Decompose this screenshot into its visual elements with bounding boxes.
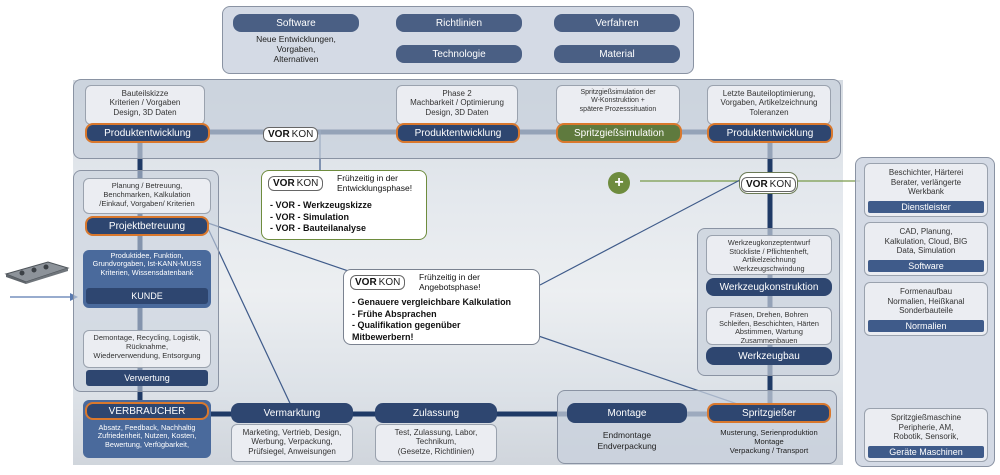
callout2-heading: Frühzeitig in der Angebotsphase! <box>419 272 481 292</box>
card-werkzeugkonstruktion: Werkzeugkonzeptentwurf Stückliste / Pfli… <box>706 235 832 275</box>
plus-icon: + <box>608 172 630 194</box>
callout2-bullet: Frühe Absprachen <box>352 309 511 321</box>
callout2-bullet: Genauere vergleichbare Kalkulation <box>352 297 512 309</box>
pill-spritzgiesssimulation: Spritzgießsimulation <box>556 123 682 143</box>
callout2-bullets: Genauere vergleichbare Kalkulation Frühe… <box>352 297 511 344</box>
part-image <box>4 258 70 284</box>
pill-verwertung: Verwertung <box>86 370 208 386</box>
pill-kunde: KUNDE <box>86 288 208 304</box>
pill-produktentwicklung-3: Produktentwicklung <box>707 123 833 143</box>
topic-richtlinien: Richtlinien <box>396 14 522 32</box>
kunde-text: Produktidee, Funktion, Grundvorgaben, Is… <box>92 251 202 277</box>
card-verwertung: Demontage, Recycling, Logistik, Rücknahm… <box>83 330 211 368</box>
dienstleister-text: Beschichter, Härterei Berater, verlänger… <box>888 168 964 197</box>
callout1-bullet: VOR - Werkzeugskizze <box>270 200 372 212</box>
pill-zulassung: Zulassung <box>375 403 497 423</box>
pill-spritzgiesser: Spritzgießer <box>707 403 831 423</box>
production-panel <box>557 390 837 464</box>
card-zulassung: Test, Zulassung, Labor, Technikum, (Gese… <box>375 424 497 462</box>
pill-verbraucher: VERBRAUCHER <box>85 402 209 420</box>
pill-werkzeugkonstruktion: Werkzeugkonstruktion <box>706 278 832 296</box>
card-geraete-maschinen: Spritzgießmaschine Peripherie, AM, Robot… <box>864 408 988 462</box>
topic-verfahren: Verfahren <box>554 14 680 32</box>
callout1-bullets: VOR - Werkzeugskizze VOR - Simulation VO… <box>270 200 372 235</box>
topic-software: Software <box>233 14 359 32</box>
montage-text: Endmontage Endverpackung <box>597 430 657 451</box>
card-normalien: Formenaufbau Normalien, Heißkanal Sonder… <box>864 282 988 336</box>
label-normalien: Normalien <box>868 320 984 332</box>
callout1-heading: Frühzeitig in der Entwicklungsphase! <box>337 173 413 193</box>
pill-montage: Montage <box>567 403 687 423</box>
pill-werkzeugbau: Werkzeugbau <box>706 347 832 365</box>
card-letzte-optimierung: Letzte Bauteiloptimierung, Vorgaben, Art… <box>707 85 831 125</box>
callout2-bullet: Qualifikation gegenüber Mitbewerbern! <box>352 320 511 343</box>
card-phase2: Phase 2 Machbarkeit / Optimierung Design… <box>396 85 518 125</box>
pill-vermarktung: Vermarktung <box>231 403 353 423</box>
pill-produktentwicklung-1: Produktentwicklung <box>85 123 210 143</box>
pill-projektbetreuung: Projektbetreuung <box>85 216 209 236</box>
verbraucher-text: Absatz, Feedback, Nachhaltig Zufriedenhe… <box>97 423 197 449</box>
pill-produktentwicklung-2: Produktentwicklung <box>396 123 520 143</box>
card-software: CAD, Planung, Kalkulation, Cloud, BIG Da… <box>864 222 988 276</box>
label-dienstleister: Dienstleister <box>868 201 984 213</box>
card-spritzgiesssimulation: Spritzgießsimulation der W-Konstruktion … <box>556 85 680 125</box>
label-software: Software <box>868 260 984 272</box>
topic-technologie: Technologie <box>396 45 522 63</box>
card-vermarktung: Marketing, Vertrieb, Design, Werbung, Ve… <box>231 424 353 462</box>
software-text: CAD, Planung, Kalkulation, Cloud, BIG Da… <box>884 227 968 256</box>
software-subtext: Neue Entwicklungen, Vorgaben, Alternativ… <box>256 34 336 64</box>
topic-material: Material <box>554 45 680 63</box>
card-werkzeugbau: Fräsen, Drehen, Bohren Schleifen, Beschi… <box>706 307 832 345</box>
label-geraete-maschinen: Geräte Maschinen <box>868 446 984 458</box>
callout1-bullet: VOR - Bauteilanalyse <box>270 223 372 235</box>
geraete-text: Spritzgießmaschine Peripherie, AM, Robot… <box>890 413 962 442</box>
card-projektbetreuung: Planung / Betreuung, Benchmarken, Kalkul… <box>83 178 211 214</box>
callout1-bullet: VOR - Simulation <box>270 212 372 224</box>
spritzgiesser-text: Musterung, Serienproduktion Montage Verp… <box>720 428 818 456</box>
card-dienstleister: Beschichter, Härterei Berater, verlänger… <box>864 163 988 217</box>
card-bauteilskizze: Bauteilskizze Kriterien / Vorgaben Desig… <box>85 85 205 125</box>
normalien-text: Formenaufbau Normalien, Heißkanal Sonder… <box>887 287 965 316</box>
